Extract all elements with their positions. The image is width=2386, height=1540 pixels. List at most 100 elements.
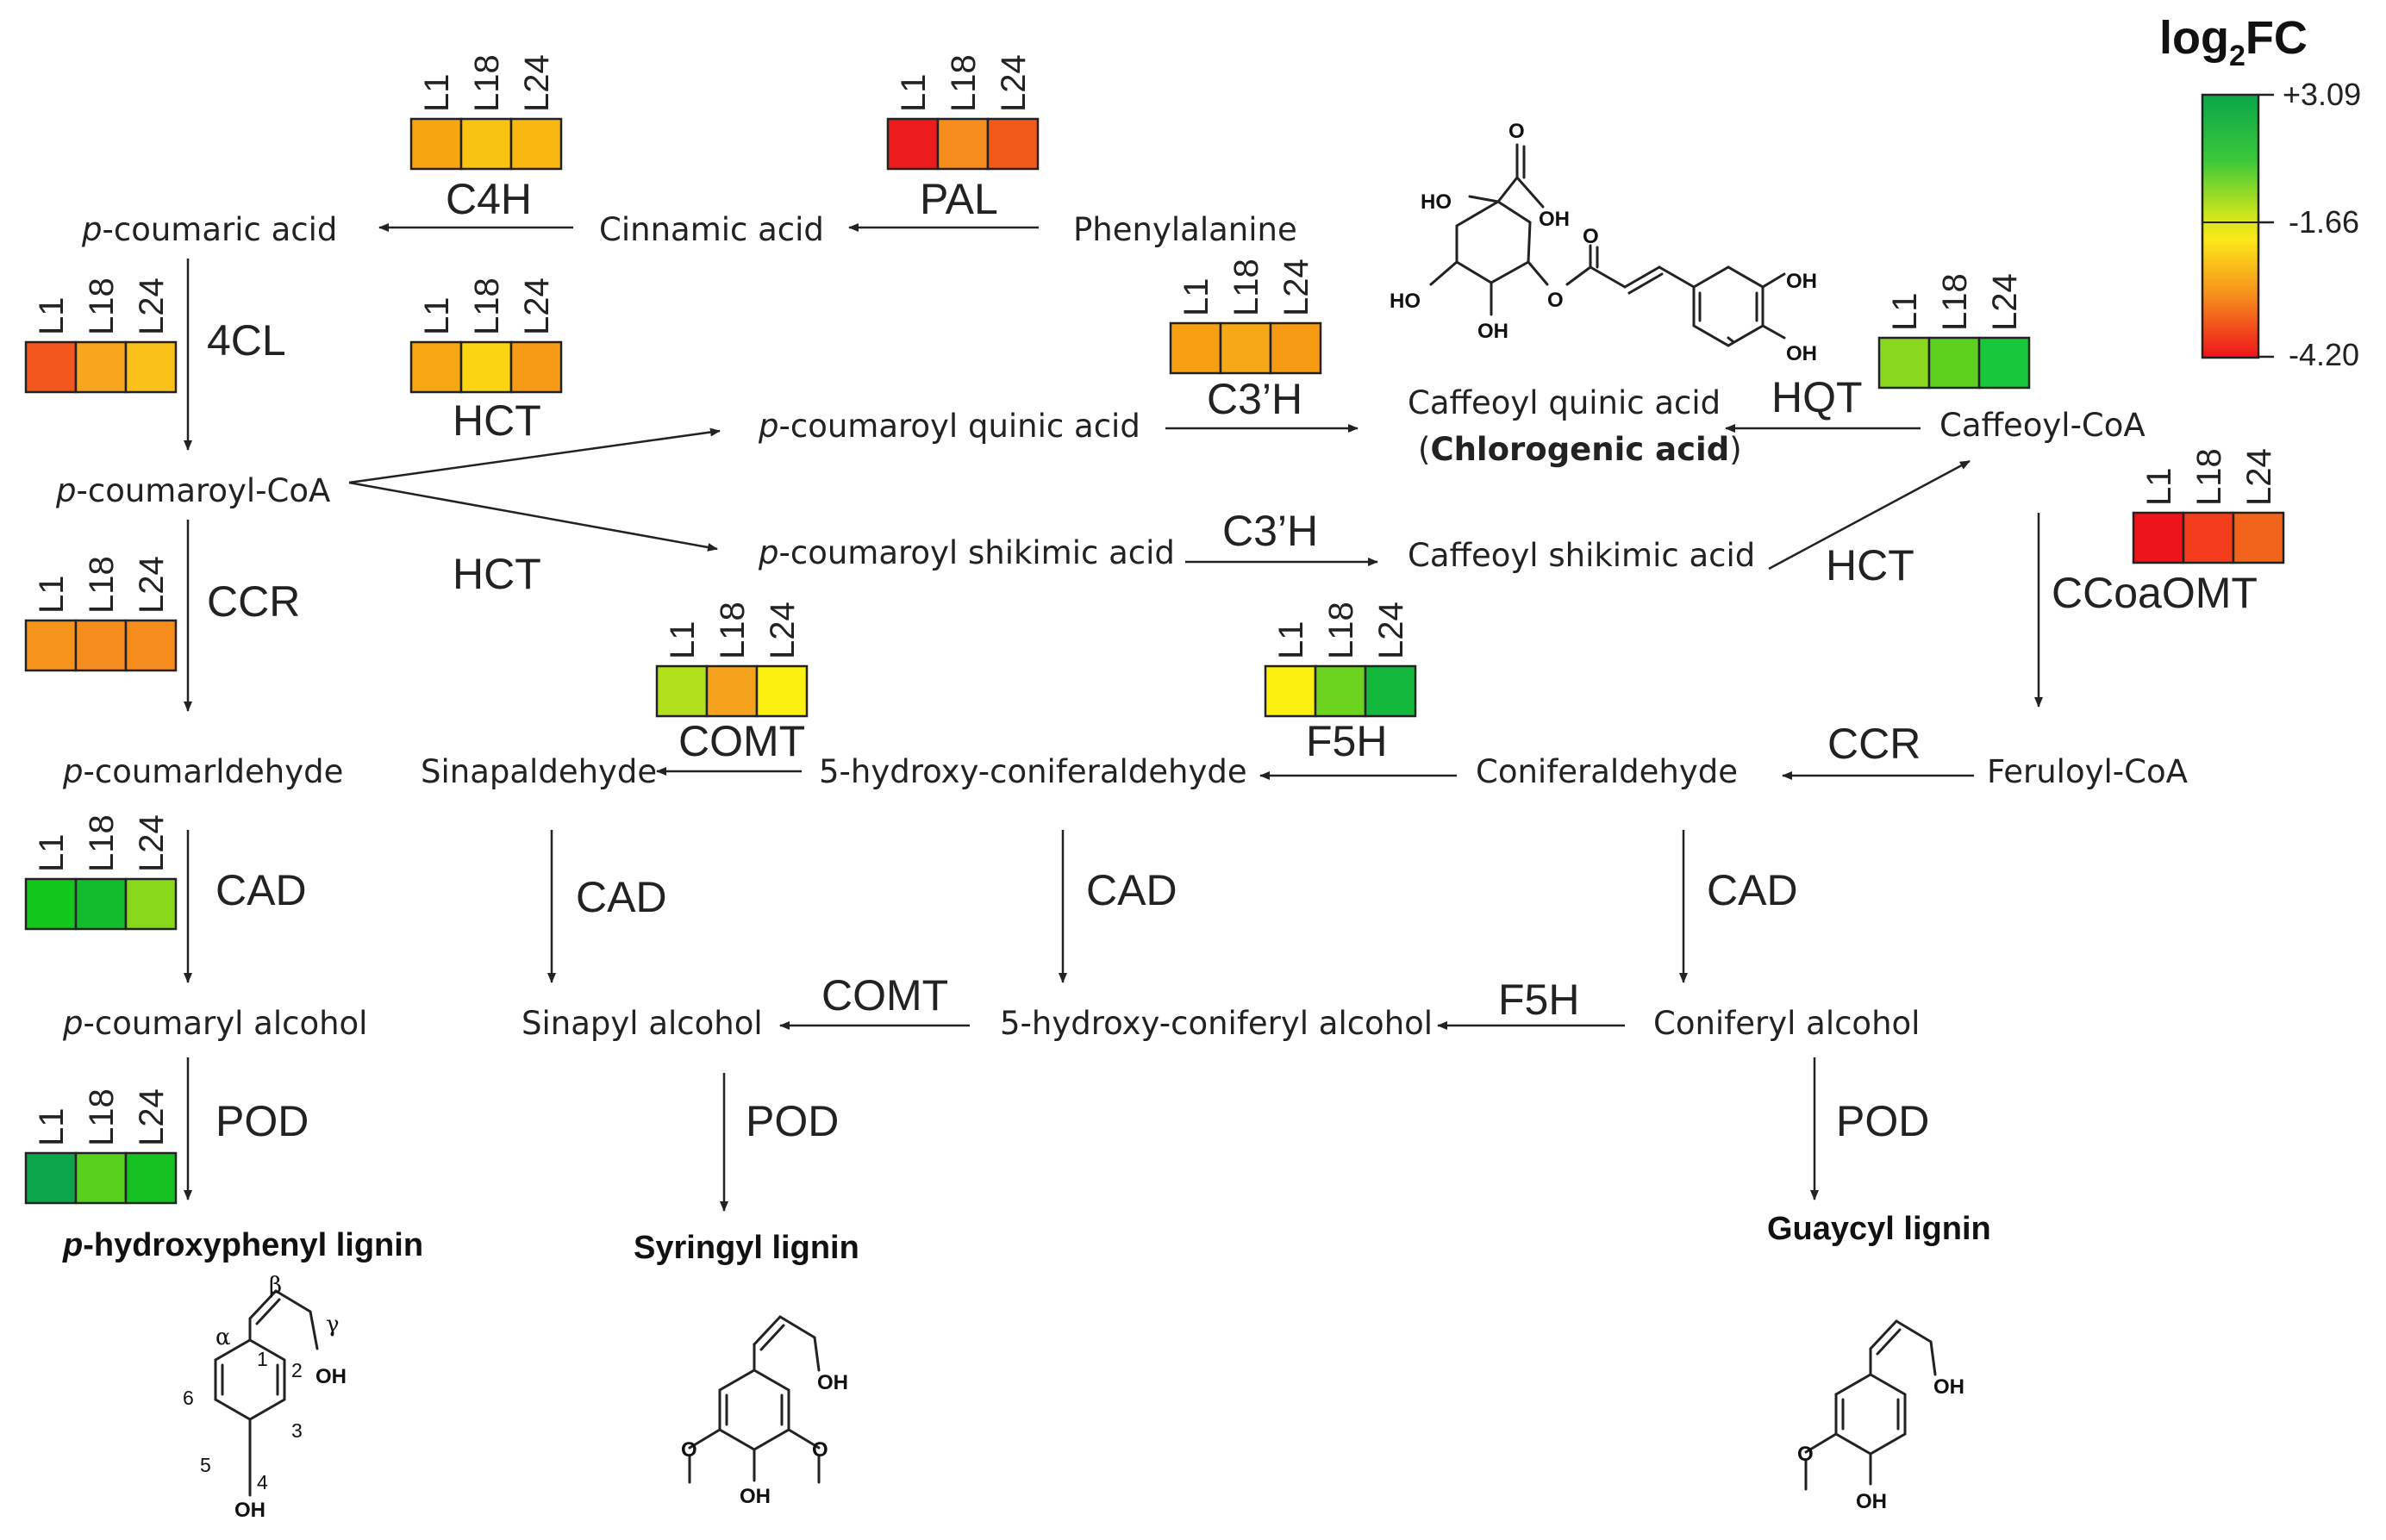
h-ring-4: 4 — [257, 1471, 268, 1493]
heatmap-cell — [655, 664, 709, 718]
h-lignin-oh-2: OH — [234, 1499, 265, 1522]
s-lignin-o-2: O — [812, 1438, 828, 1462]
sample-label: L18 — [83, 814, 121, 872]
enzyme-4cl: 4CL — [207, 316, 286, 365]
sample-label: L18 — [83, 1088, 121, 1146]
heatmap-cell — [1269, 321, 1322, 375]
heatmap-cell — [2232, 511, 2285, 564]
chlorogenic-oh-4: OH — [1786, 270, 1817, 293]
legend-colorbar — [2201, 93, 2260, 359]
sample-label: L18 — [468, 277, 506, 335]
enzyme-cad-1: CAD — [215, 866, 307, 914]
s-lignin-oh-2: OH — [740, 1485, 771, 1508]
enzyme-f5h-box: F5H — [1306, 717, 1387, 765]
heatmap-cell — [1977, 336, 2031, 390]
sample-label: L18 — [714, 602, 752, 659]
node-5-hydroxy-coniferyl-alcohol: 5-hydroxy-coniferyl alcohol — [1000, 1005, 1433, 1042]
heatmap-cell — [124, 877, 178, 931]
chlorogenic-o-ester: O — [1547, 289, 1564, 312]
node-sinapaldehyde: Sinapaldehyde — [421, 753, 657, 790]
heatmap-ccr: L1 L18 L24 — [24, 556, 178, 672]
node-coniferaldehyde: Coniferaldehyde — [1476, 753, 1738, 790]
enzyme-hct-box: HCT — [453, 396, 541, 445]
h-lignin-oh-1: OH — [315, 1365, 347, 1388]
heatmap-cell — [74, 619, 128, 672]
heatmap-cell — [1169, 321, 1222, 375]
node-p-coumaroyl-quinic-acid: p-coumaroyl quinic acid — [758, 408, 1140, 445]
heatmap-cell — [509, 340, 563, 394]
heatmap-cell — [1219, 321, 1272, 375]
node-guaycyl-lignin: Guaycyl lignin — [1767, 1211, 1991, 1247]
heatmap-cell — [459, 340, 513, 394]
enzyme-cad-2: CAD — [576, 873, 667, 921]
heatmap-cell — [1877, 336, 1931, 390]
node-caffeoyl-coa: Caffeoyl-CoA — [1939, 407, 2146, 444]
sample-label: L18 — [1936, 273, 1974, 331]
compound-labels: Phenylalanine Cinnamic acid p-coumaric a… — [55, 211, 2188, 1266]
node-coniferyl-alcohol: Coniferyl alcohol — [1653, 1005, 1920, 1042]
heatmap-cell — [24, 340, 78, 394]
sample-label: L1 — [1177, 278, 1215, 317]
heatmap-cell — [509, 117, 563, 171]
legend-mid-label: -1.66 — [2289, 204, 2359, 240]
chlorogenic-oh-3: OH — [1477, 320, 1508, 343]
h-ring-2: 2 — [291, 1359, 303, 1381]
sample-label: L24 — [2240, 448, 2278, 506]
reaction-arrows — [184, 223, 2043, 1212]
heatmap-cell — [755, 664, 809, 718]
node-caffeoyl-shikimic-acid: Caffeoyl shikimic acid — [1408, 537, 1755, 574]
sample-label: L24 — [995, 54, 1033, 112]
enzyme-cad-3: CAD — [1086, 866, 1177, 914]
sample-label: L1 — [418, 74, 456, 113]
enzyme-c3h-box: C3’H — [1207, 375, 1302, 423]
heatmap-cell — [1927, 336, 1981, 390]
legend-title: log2FC — [2159, 12, 2308, 72]
node-p-coumaroyl-shikimic-acid: p-coumaroyl shikimic acid — [758, 534, 1175, 571]
sample-label: L24 — [133, 556, 171, 614]
heatmap-cell — [124, 1151, 178, 1205]
node-p-hydroxyphenyl-lignin: p-hydroxyphenyl lignin — [62, 1227, 423, 1263]
h-ring-3: 3 — [291, 1419, 303, 1442]
enzyme-comt-box: COMT — [678, 717, 805, 765]
heatmap-cell — [409, 117, 463, 171]
heatmap-cell — [24, 1151, 78, 1205]
sample-label: L24 — [1372, 602, 1410, 659]
sample-label: L1 — [33, 576, 71, 614]
node-chlorogenic-acid: (Chlorogenic acid) — [1418, 431, 1742, 468]
heatmap-cell — [886, 117, 940, 171]
chlorogenic-o-ester-carbonyl: O — [1583, 225, 1599, 248]
sample-label: L1 — [33, 1108, 71, 1147]
node-p-coumaryl-alcohol: p-coumaryl alcohol — [62, 1005, 367, 1042]
enzyme-ccr-right: CCR — [1827, 720, 1921, 768]
enzyme-hct-right: HCT — [1826, 541, 1914, 589]
sample-label: L1 — [33, 834, 71, 873]
sample-label: L24 — [1277, 259, 1315, 316]
enzyme-ccr-left: CCR — [207, 577, 300, 626]
sample-label: L18 — [83, 556, 121, 614]
g-lignin-o-1: O — [1797, 1443, 1814, 1466]
h-beta: β — [269, 1273, 282, 1299]
h-ring-6: 6 — [183, 1387, 194, 1409]
heatmap-cell — [936, 117, 990, 171]
heatmap-cell — [459, 117, 513, 171]
enzyme-labels: C4H PAL 4CL HCT HCT HCT C3’H C3’H HQT CC… — [207, 175, 2258, 1145]
heatmap-cell — [124, 340, 178, 394]
sample-label: L18 — [1322, 602, 1360, 659]
heatmap-cell — [1364, 664, 1417, 718]
sample-label: L1 — [1886, 293, 1924, 332]
enzyme-c4h: C4H — [446, 175, 532, 223]
enzyme-comt-lower: COMT — [821, 971, 948, 1019]
heatmap-cell — [74, 340, 128, 394]
heatmap-cell — [124, 619, 178, 672]
heatmap-cell — [74, 877, 128, 931]
sample-label: L18 — [2190, 448, 2228, 506]
